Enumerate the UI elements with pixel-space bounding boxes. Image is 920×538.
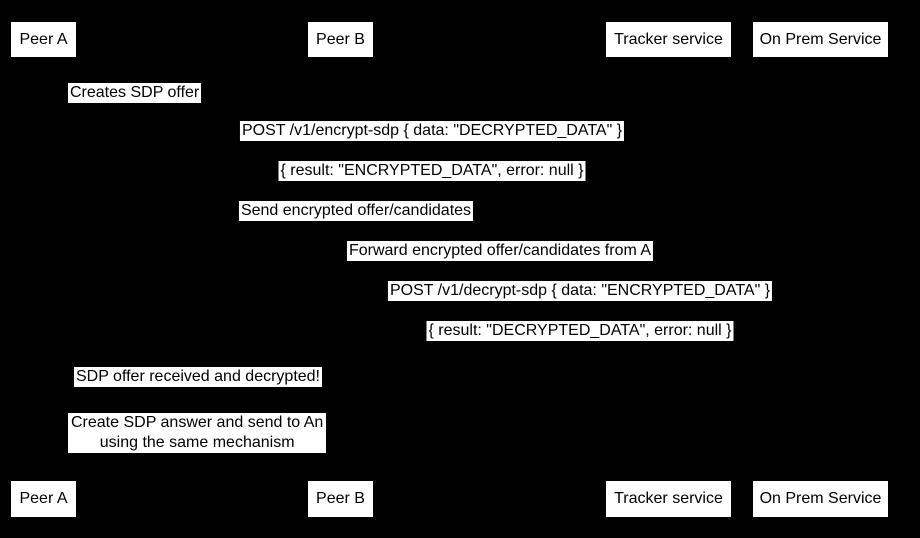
message-sdp-offer-received: SDP offer received and decrypted! [74, 367, 322, 387]
participant-label: Peer B [316, 490, 365, 507]
message-post-encrypt-sdp: POST /v1/encrypt-sdp { data: "DECRYPTED_… [239, 121, 625, 141]
participant-tracker-service-bottom: Tracker service [606, 481, 731, 517]
note-create-sdp-answer: Create SDP answer and send to An using t… [68, 413, 327, 453]
participant-peer-b-top: Peer B [308, 22, 373, 57]
participant-peer-b-bottom: Peer B [308, 481, 373, 517]
message-result-decrypted-data: { result: "DECRYPTED_DATA", error: null … [426, 321, 734, 341]
participant-label: On Prem Service [759, 490, 882, 507]
message-result-encrypted-data: { result: "ENCRYPTED_DATA", error: null … [278, 161, 586, 181]
participant-tracker-service-top: Tracker service [606, 22, 731, 57]
participant-on-prem-service-top: On Prem Service [753, 22, 888, 57]
participant-label: On Prem Service [759, 30, 882, 48]
message-forward-encrypted-offer: Forward encrypted offer/candidates from … [346, 241, 654, 261]
participant-peer-a-bottom: Peer A [11, 481, 76, 517]
message-post-decrypt-sdp: POST /v1/decrypt-sdp { data: "ENCRYPTED_… [387, 281, 773, 301]
participant-label: Tracker service [614, 30, 723, 48]
message-send-encrypted-offer: Send encrypted offer/candidates [238, 201, 474, 221]
participant-label: Peer A [19, 30, 68, 48]
note-line-2: using the same mechanism [99, 434, 295, 451]
note-line-1: Create SDP answer and send to An [71, 414, 324, 431]
participant-peer-a-top: Peer A [11, 22, 76, 57]
participant-label: Tracker service [614, 490, 723, 507]
participant-on-prem-service-bottom: On Prem Service [753, 481, 888, 517]
participant-label: Peer B [316, 30, 365, 48]
message-creates-sdp-offer: Creates SDP offer [68, 83, 202, 103]
participant-label: Peer A [19, 490, 68, 507]
